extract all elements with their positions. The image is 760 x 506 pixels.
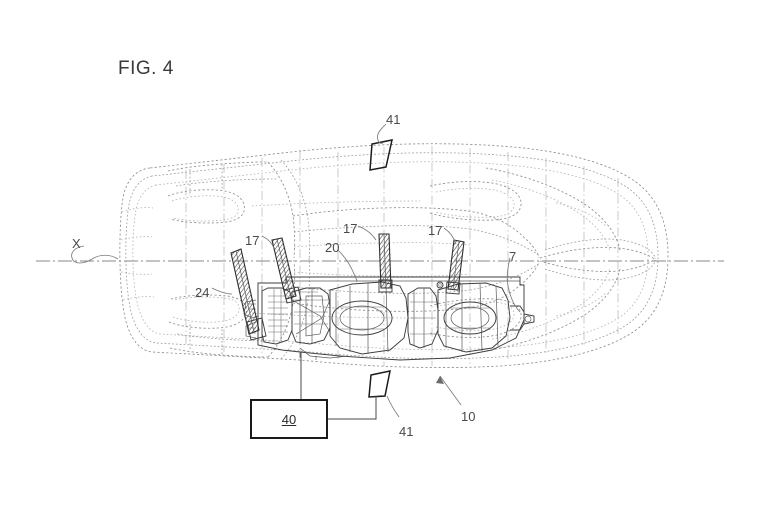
figure-label: FIG. 4 bbox=[118, 58, 174, 79]
control-unit-box: 40 bbox=[250, 399, 328, 439]
reference-numeral-20: 20 bbox=[325, 240, 340, 255]
reference-numeral-10: 10 bbox=[461, 409, 476, 424]
leader-lines bbox=[71, 123, 521, 418]
sensor-plate-bottom bbox=[368, 370, 391, 398]
reference-numeral-17-left: 17 bbox=[245, 233, 260, 248]
control-unit-label: 40 bbox=[281, 411, 297, 427]
reference-numeral-41-bottom: 41 bbox=[399, 424, 414, 439]
strut-rod-17-middle bbox=[378, 233, 393, 293]
strut-rods bbox=[230, 233, 465, 341]
sensor-plates bbox=[368, 139, 393, 398]
control-unit-wiring bbox=[300, 352, 377, 420]
sensor-plate-top bbox=[369, 139, 393, 171]
drivetrain-assembly bbox=[243, 276, 535, 361]
reference-numeral-24: 24 bbox=[195, 285, 210, 300]
reference-numeral-17-right: 17 bbox=[428, 223, 443, 238]
reference-numeral-41-top: 41 bbox=[386, 112, 401, 127]
strut-rod-17-right bbox=[445, 239, 465, 295]
strut-rod-17-left bbox=[271, 237, 302, 304]
reference-numeral-17-middle: 17 bbox=[343, 221, 358, 236]
reference-numeral-7: 7 bbox=[509, 249, 517, 264]
strut-rod-24 bbox=[230, 248, 267, 341]
axis-label-x: X bbox=[72, 236, 81, 251]
vehicle-body-outline bbox=[119, 143, 669, 369]
